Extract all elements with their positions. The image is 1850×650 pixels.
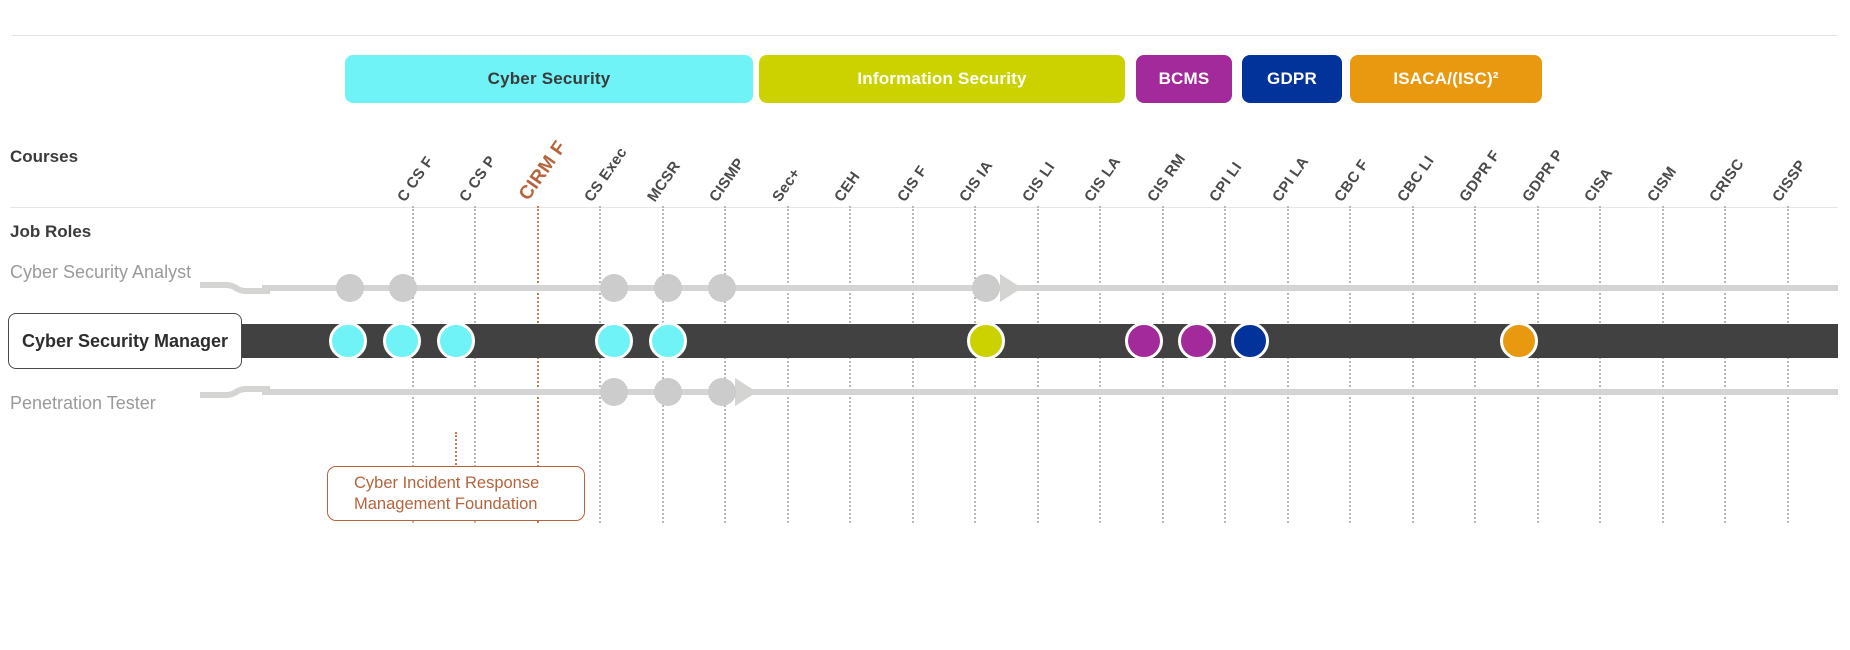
grid-tick-cissp bbox=[1787, 206, 1789, 523]
row-arrow-cyber-security-analyst bbox=[1000, 274, 1022, 302]
grid-tick-cis-f bbox=[912, 206, 914, 523]
course-marker[interactable] bbox=[708, 274, 736, 302]
course-label-cis-f[interactable]: CIS F bbox=[894, 162, 931, 205]
course-marker[interactable] bbox=[649, 322, 687, 360]
grid-tick-sec- bbox=[787, 206, 789, 523]
grid-tick-cis-rm bbox=[1162, 206, 1164, 523]
course-marker[interactable] bbox=[708, 378, 736, 406]
job-roles-heading: Job Roles bbox=[10, 222, 92, 241]
row-connector-cyber-security-analyst bbox=[200, 282, 270, 294]
course-marker[interactable] bbox=[1178, 322, 1216, 360]
course-label-ceh[interactable]: CEH bbox=[831, 168, 864, 205]
course-label-c-cs-p[interactable]: C CS P bbox=[456, 152, 500, 205]
course-marker[interactable] bbox=[389, 274, 417, 302]
course-marker[interactable] bbox=[654, 274, 682, 302]
course-marker[interactable] bbox=[654, 378, 682, 406]
category-pill-bcms[interactable]: BCMS bbox=[1136, 55, 1232, 103]
course-label-gdpr-f[interactable]: GDPR F bbox=[1456, 147, 1504, 205]
course-marker[interactable] bbox=[1500, 322, 1538, 360]
callout-connector bbox=[455, 432, 457, 468]
course-marker[interactable] bbox=[595, 322, 633, 360]
grid-tick-cis-ia bbox=[974, 206, 976, 523]
row-arrow-penetration-tester bbox=[735, 378, 757, 406]
course-label-cissp[interactable]: CISSP bbox=[1769, 157, 1810, 205]
category-pill-label: ISACA/(ISC)² bbox=[1393, 69, 1499, 88]
course-label-cs-exec[interactable]: CS Exec bbox=[581, 144, 631, 205]
category-pill-information-security[interactable]: Information Security bbox=[759, 55, 1125, 103]
grid-tick-mcsr bbox=[662, 206, 664, 523]
course-label-cbc-li[interactable]: CBC LI bbox=[1394, 152, 1438, 205]
row-connector-penetration-tester bbox=[200, 386, 270, 398]
course-marker[interactable] bbox=[600, 274, 628, 302]
row-track-cyber-security-manager bbox=[232, 324, 1838, 358]
role-label-cyber-security-analyst[interactable]: Cyber Security Analyst bbox=[10, 262, 192, 282]
category-pill-isaca-isc[interactable]: ISACA/(ISC)² bbox=[1350, 55, 1542, 103]
course-label-cismp[interactable]: CISMP bbox=[706, 155, 749, 205]
row-track-cyber-security-analyst bbox=[262, 285, 1838, 291]
course-marker[interactable] bbox=[437, 322, 475, 360]
course-label-sec-[interactable]: Sec+ bbox=[769, 165, 805, 205]
grid-tick-cpi-la bbox=[1287, 206, 1289, 523]
course-callout: Cyber Incident Response Management Found… bbox=[327, 466, 585, 521]
grid-tick-cbc-li bbox=[1412, 206, 1414, 523]
course-label-gdpr-p[interactable]: GDPR P bbox=[1519, 146, 1568, 205]
course-label-c-cs-f[interactable]: C CS F bbox=[394, 153, 438, 205]
category-pill-label: Cyber Security bbox=[487, 69, 611, 88]
course-label-mcsr[interactable]: MCSR bbox=[644, 158, 685, 205]
course-label-cisa[interactable]: CISA bbox=[1581, 164, 1617, 205]
course-marker[interactable] bbox=[383, 322, 421, 360]
top-divider bbox=[12, 35, 1838, 36]
course-marker[interactable] bbox=[967, 322, 1005, 360]
course-marker[interactable] bbox=[972, 274, 1000, 302]
role-label-penetration-tester[interactable]: Penetration Tester bbox=[10, 393, 156, 413]
category-pill-cyber-security[interactable]: Cyber Security bbox=[345, 55, 753, 103]
course-label-cpi-li[interactable]: CPI LI bbox=[1206, 158, 1246, 205]
grid-tick-crisc bbox=[1724, 206, 1726, 523]
grid-tick-cs-exec bbox=[599, 206, 601, 523]
grid-tick-cis-li bbox=[1037, 206, 1039, 523]
category-pill-label: BCMS bbox=[1158, 69, 1210, 88]
category-pill-label: Information Security bbox=[857, 69, 1027, 88]
course-label-cis-ia[interactable]: CIS IA bbox=[956, 157, 997, 205]
section-divider bbox=[10, 207, 1838, 208]
course-marker[interactable] bbox=[1125, 322, 1163, 360]
course-label-cis-la[interactable]: CIS LA bbox=[1081, 153, 1125, 205]
grid-tick-gdpr-f bbox=[1474, 206, 1476, 523]
course-label-crisc[interactable]: CRISC bbox=[1706, 155, 1748, 205]
course-label-cism[interactable]: CISM bbox=[1644, 163, 1681, 205]
grid-tick-cisa bbox=[1599, 206, 1601, 523]
courses-heading: Courses bbox=[10, 147, 79, 166]
category-pill-gdpr[interactable]: GDPR bbox=[1242, 55, 1342, 103]
course-label-cirm-f[interactable]: CIRM F bbox=[514, 137, 571, 205]
grid-tick-cismp bbox=[724, 206, 726, 523]
course-marker[interactable] bbox=[600, 378, 628, 406]
course-label-cpi-la[interactable]: CPI LA bbox=[1269, 153, 1313, 205]
course-marker[interactable] bbox=[329, 322, 367, 360]
course-label-cis-rm[interactable]: CIS RM bbox=[1144, 150, 1190, 205]
grid-tick-cism bbox=[1662, 206, 1664, 523]
course-marker[interactable] bbox=[336, 274, 364, 302]
role-chip-cyber-security-manager[interactable]: Cyber Security Manager bbox=[8, 313, 242, 369]
course-marker[interactable] bbox=[1231, 322, 1269, 360]
grid-tick-cis-la bbox=[1099, 206, 1101, 523]
row-track-penetration-tester bbox=[262, 389, 1838, 395]
category-pill-label: GDPR bbox=[1267, 69, 1317, 88]
grid-tick-gdpr-p bbox=[1537, 206, 1539, 523]
grid-tick-ceh bbox=[849, 206, 851, 523]
course-label-cis-li[interactable]: CIS LI bbox=[1019, 158, 1059, 205]
grid-tick-cpi-li bbox=[1224, 206, 1226, 523]
grid-tick-c-cs-f bbox=[412, 206, 414, 523]
callout-line-1: Cyber Incident Response bbox=[354, 473, 540, 492]
grid-tick-cbc-f bbox=[1349, 206, 1351, 523]
callout-line-2: Management Foundation bbox=[354, 494, 538, 513]
course-label-cbc-f[interactable]: CBC F bbox=[1331, 156, 1373, 205]
grid-tick-c-cs-p bbox=[474, 206, 476, 523]
grid-tick-cirm-f bbox=[537, 206, 539, 523]
role-chip-label: Cyber Security Manager bbox=[21, 330, 229, 351]
